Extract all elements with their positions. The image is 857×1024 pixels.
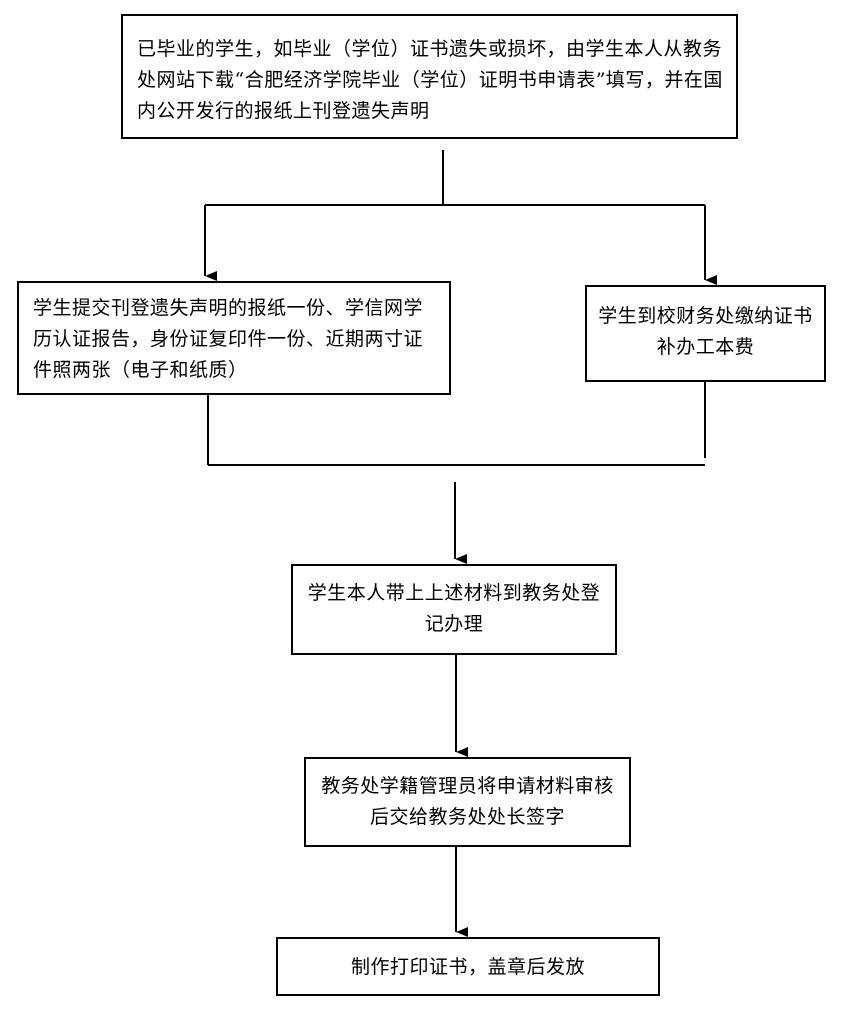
step-issue-text: 制作打印证书，盖章后发放	[350, 956, 585, 978]
step-report-loss-text: 已毕业的学生，如毕业（学位）证书遗失或损坏，由学生本人从教务处网站下载“合肥经济…	[137, 38, 723, 122]
step-issue-box: 制作打印证书，盖章后发放	[276, 937, 660, 996]
step-register-text: 学生本人带上上述材料到教务处登记办理	[307, 582, 601, 635]
step-pay-fee-text: 学生到校财务处缴纳证书补办工本费	[598, 305, 813, 358]
step-report-loss-box: 已毕业的学生，如毕业（学位）证书遗失或损坏，由学生本人从教务处网站下载“合肥经济…	[121, 14, 738, 139]
step-review-box: 教务处学籍管理员将申请材料审核后交给教务处处长签字	[304, 757, 631, 847]
step-submit-materials-text: 学生提交刊登遗失声明的报纸一份、学信网学历认证报告，身份证复印件一份、近期两寸证…	[33, 297, 424, 381]
step-submit-materials-box: 学生提交刊登遗失声明的报纸一份、学信网学历认证报告，身份证复印件一份、近期两寸证…	[17, 281, 451, 395]
step-pay-fee-box: 学生到校财务处缴纳证书补办工本费	[585, 285, 826, 382]
step-review-text: 教务处学籍管理员将申请材料审核后交给教务处处长签字	[321, 775, 614, 828]
step-register-box: 学生本人带上上述材料到教务处登记办理	[291, 564, 617, 655]
